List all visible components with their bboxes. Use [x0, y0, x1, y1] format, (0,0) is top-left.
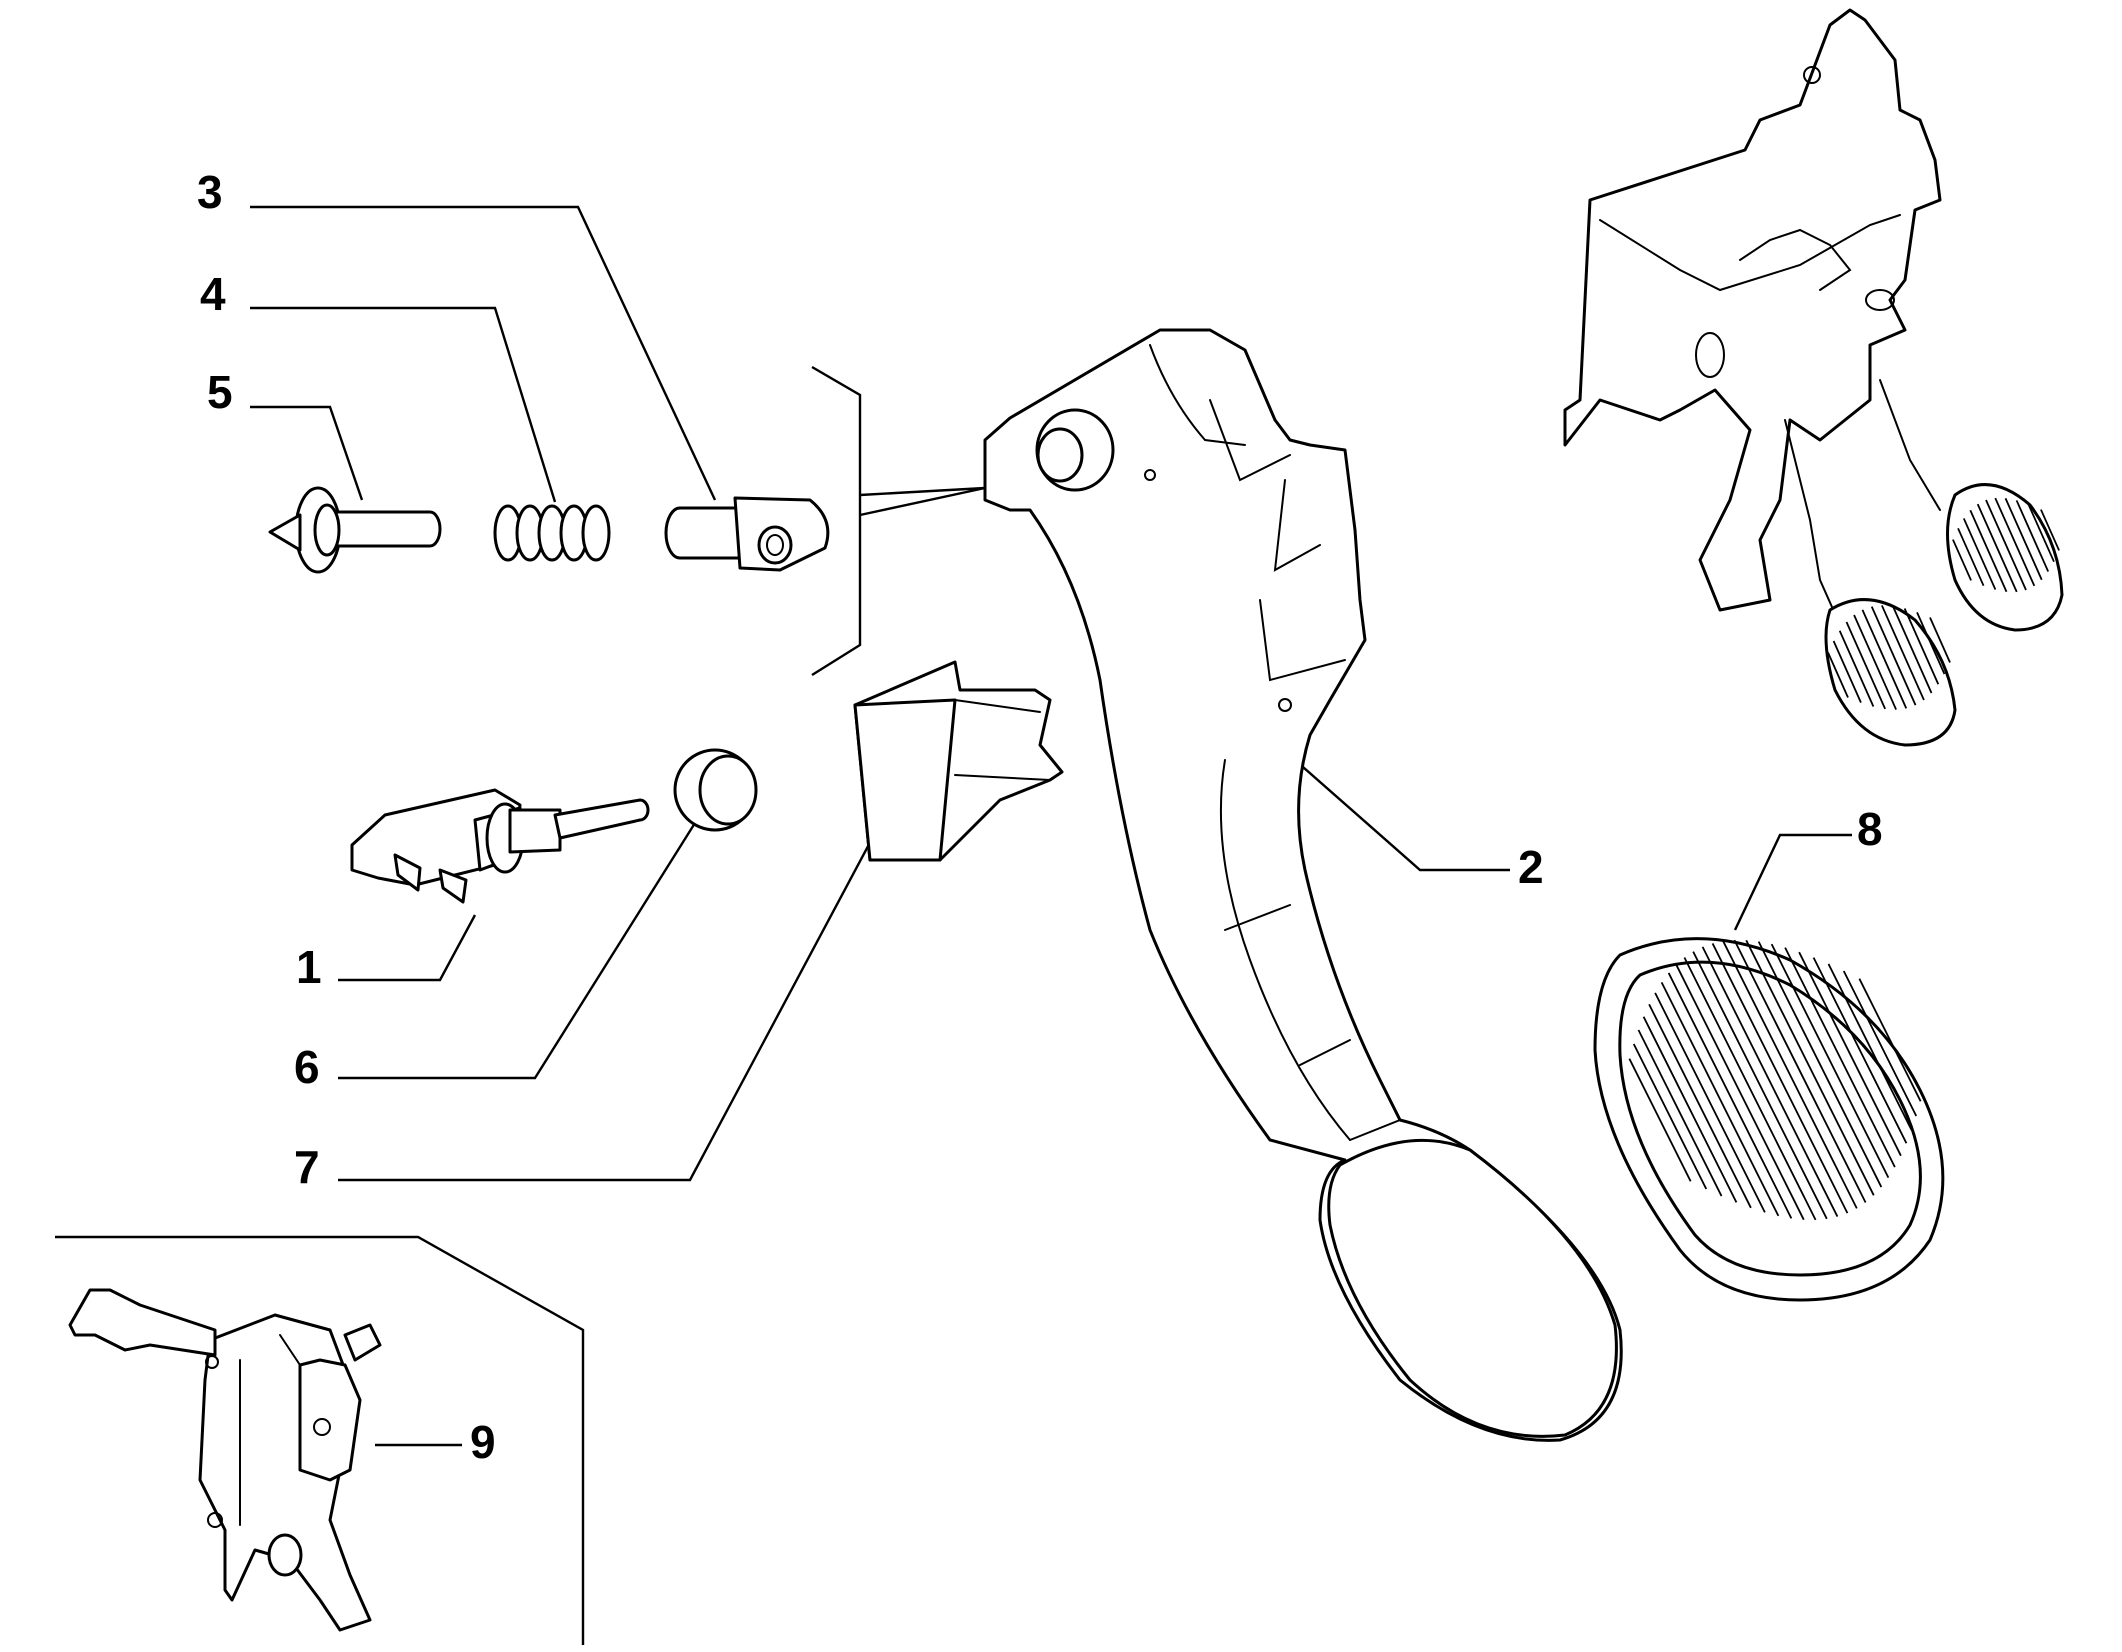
leader-2 — [1294, 759, 1510, 872]
sensor-part-9 — [68, 1288, 382, 1632]
pedal-pad-part-8 — [1593, 937, 1945, 1302]
group-bracket — [811, 365, 862, 677]
pedal-box-assembly-inset — [1563, 8, 2064, 747]
bushing-part-3 — [664, 496, 830, 572]
leader-8 — [1733, 833, 1852, 931]
callout-8: 8 — [1857, 803, 1883, 855]
leader-3 — [250, 205, 717, 501]
leader-9-bracket — [55, 1235, 585, 1645]
callout-2: 2 — [1518, 841, 1544, 893]
leader-6 — [338, 814, 702, 1080]
callout-4: 4 — [200, 268, 226, 320]
callout-labels: 3 4 5 1 6 7 2 8 9 — [197, 166, 1883, 1468]
callout-6: 6 — [294, 1041, 320, 1093]
callout-7: 7 — [294, 1141, 320, 1193]
callout-3: 3 — [197, 166, 223, 218]
callout-1: 1 — [296, 941, 322, 993]
spring-part-4 — [493, 504, 611, 562]
inset-pad-ribs — [1827, 497, 2060, 710]
callout-5: 5 — [207, 366, 233, 418]
switch-part-1 — [350, 788, 650, 904]
leader-4 — [250, 306, 557, 503]
leader-1 — [338, 914, 477, 982]
leader-7 — [338, 804, 892, 1182]
group-pointer — [859, 486, 986, 517]
pedal-arm-part-2 — [983, 328, 1623, 1442]
cap-part-6 — [673, 748, 758, 832]
pad-ribs — [1628, 939, 1922, 1221]
clip-part-7 — [853, 660, 1064, 862]
pin-part-5 — [268, 486, 442, 574]
leader-lines — [55, 205, 1852, 1645]
leader-5 — [250, 405, 364, 501]
callout-9: 9 — [470, 1416, 496, 1468]
